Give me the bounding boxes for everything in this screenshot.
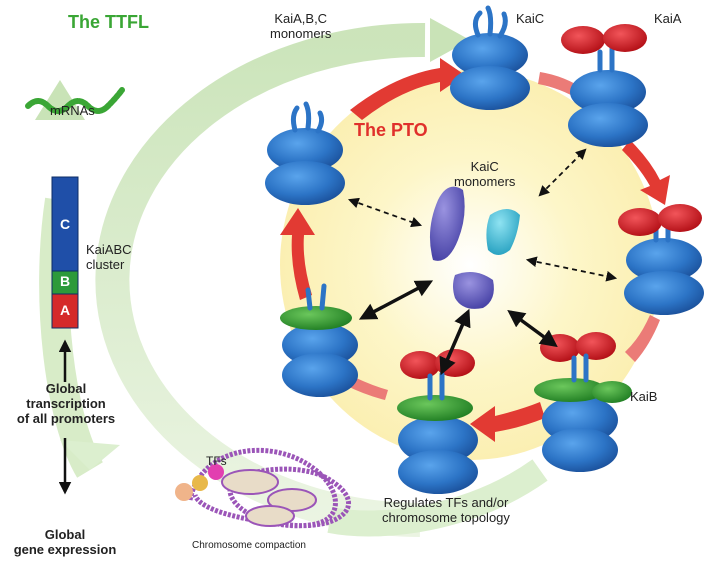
tf-pink-dot (208, 464, 224, 480)
kaiabc-cluster-text: KaiABC cluster (86, 242, 132, 272)
mrnas-label: mRNAs (50, 103, 95, 118)
ttfl-arrowhead-top (430, 18, 470, 62)
global-transcription-text: Global transcription of all promoters (16, 381, 116, 426)
kaic-monomers-center-text: KaiC monomers (454, 159, 516, 189)
tf-yellow-dot (192, 475, 208, 491)
kaic-monomers-center (429, 186, 520, 309)
tf-orange-dot (175, 483, 193, 501)
ttfl-arrowhead-bottom (60, 440, 120, 470)
solid-arrow-bottom (439, 308, 471, 376)
kaiabc-gene-cluster (51, 176, 79, 329)
kaic-hexamer-left (265, 101, 345, 205)
solid-arrow-bottom-right (507, 309, 558, 348)
regulates-text: Regulates TFs and/or chromosome topology (382, 495, 510, 525)
ttfl-title: The TTFL (68, 12, 149, 32)
gene-c-letter: C (59, 216, 71, 232)
gene-c-segment (51, 176, 79, 272)
pto-arrow-segment-3 (622, 140, 670, 205)
tfs-label: TFs (206, 454, 227, 468)
kaiac-complex-top-right (561, 24, 648, 147)
global-expression-label: Global gene expression (0, 527, 130, 558)
mrna-strand (25, 87, 125, 114)
pto-title: The PTO (354, 120, 428, 140)
kaiac-complex-right (618, 204, 704, 315)
kaia-label: KaiA (654, 11, 682, 26)
solid-arrow-left (358, 280, 434, 320)
gene-a-segment (51, 293, 79, 329)
dashed-arrow-left (347, 197, 423, 228)
gene-a-letter: A (59, 302, 71, 318)
chromosome-compaction-label: Chromosome compaction (192, 540, 306, 551)
global-transcription-label: Global transcription of all promoters (6, 381, 126, 427)
gene-b-letter: B (59, 273, 71, 289)
chromosome-compaction-graphic (175, 447, 351, 529)
kaic-label: KaiC (516, 11, 545, 26)
dashed-arrow-right (525, 256, 618, 282)
pto-arrow-segment-4 (625, 315, 660, 362)
pto-arrow-segment-5 (470, 402, 545, 442)
ttfl-arrowhead-left (35, 80, 85, 120)
kai-monomers-top-label: KaiA,B,C monomers (270, 11, 332, 42)
exchange-arrows (347, 148, 618, 376)
dashed-arrow-top-right (538, 148, 587, 197)
kaic-hexamer-top (450, 5, 530, 110)
pto-arrow-segment-1 (350, 58, 465, 120)
kaiabc-cluster-label: KaiABC cluster (86, 242, 132, 273)
regulates-label: Regulates TFs and/or chromosome topology (382, 495, 510, 526)
kaic-monomers-center-label: KaiC monomers (454, 159, 516, 190)
kaib-label: KaiB (630, 389, 658, 404)
kaibc-complex-left (280, 283, 358, 397)
kai-monomers-top-text: KaiA,B,C monomers (270, 11, 332, 41)
pto-arrow-segment-7 (280, 208, 315, 300)
kaiabc-complex-bottom-right (534, 332, 632, 472)
global-expression-text: Global gene expression (13, 527, 117, 557)
